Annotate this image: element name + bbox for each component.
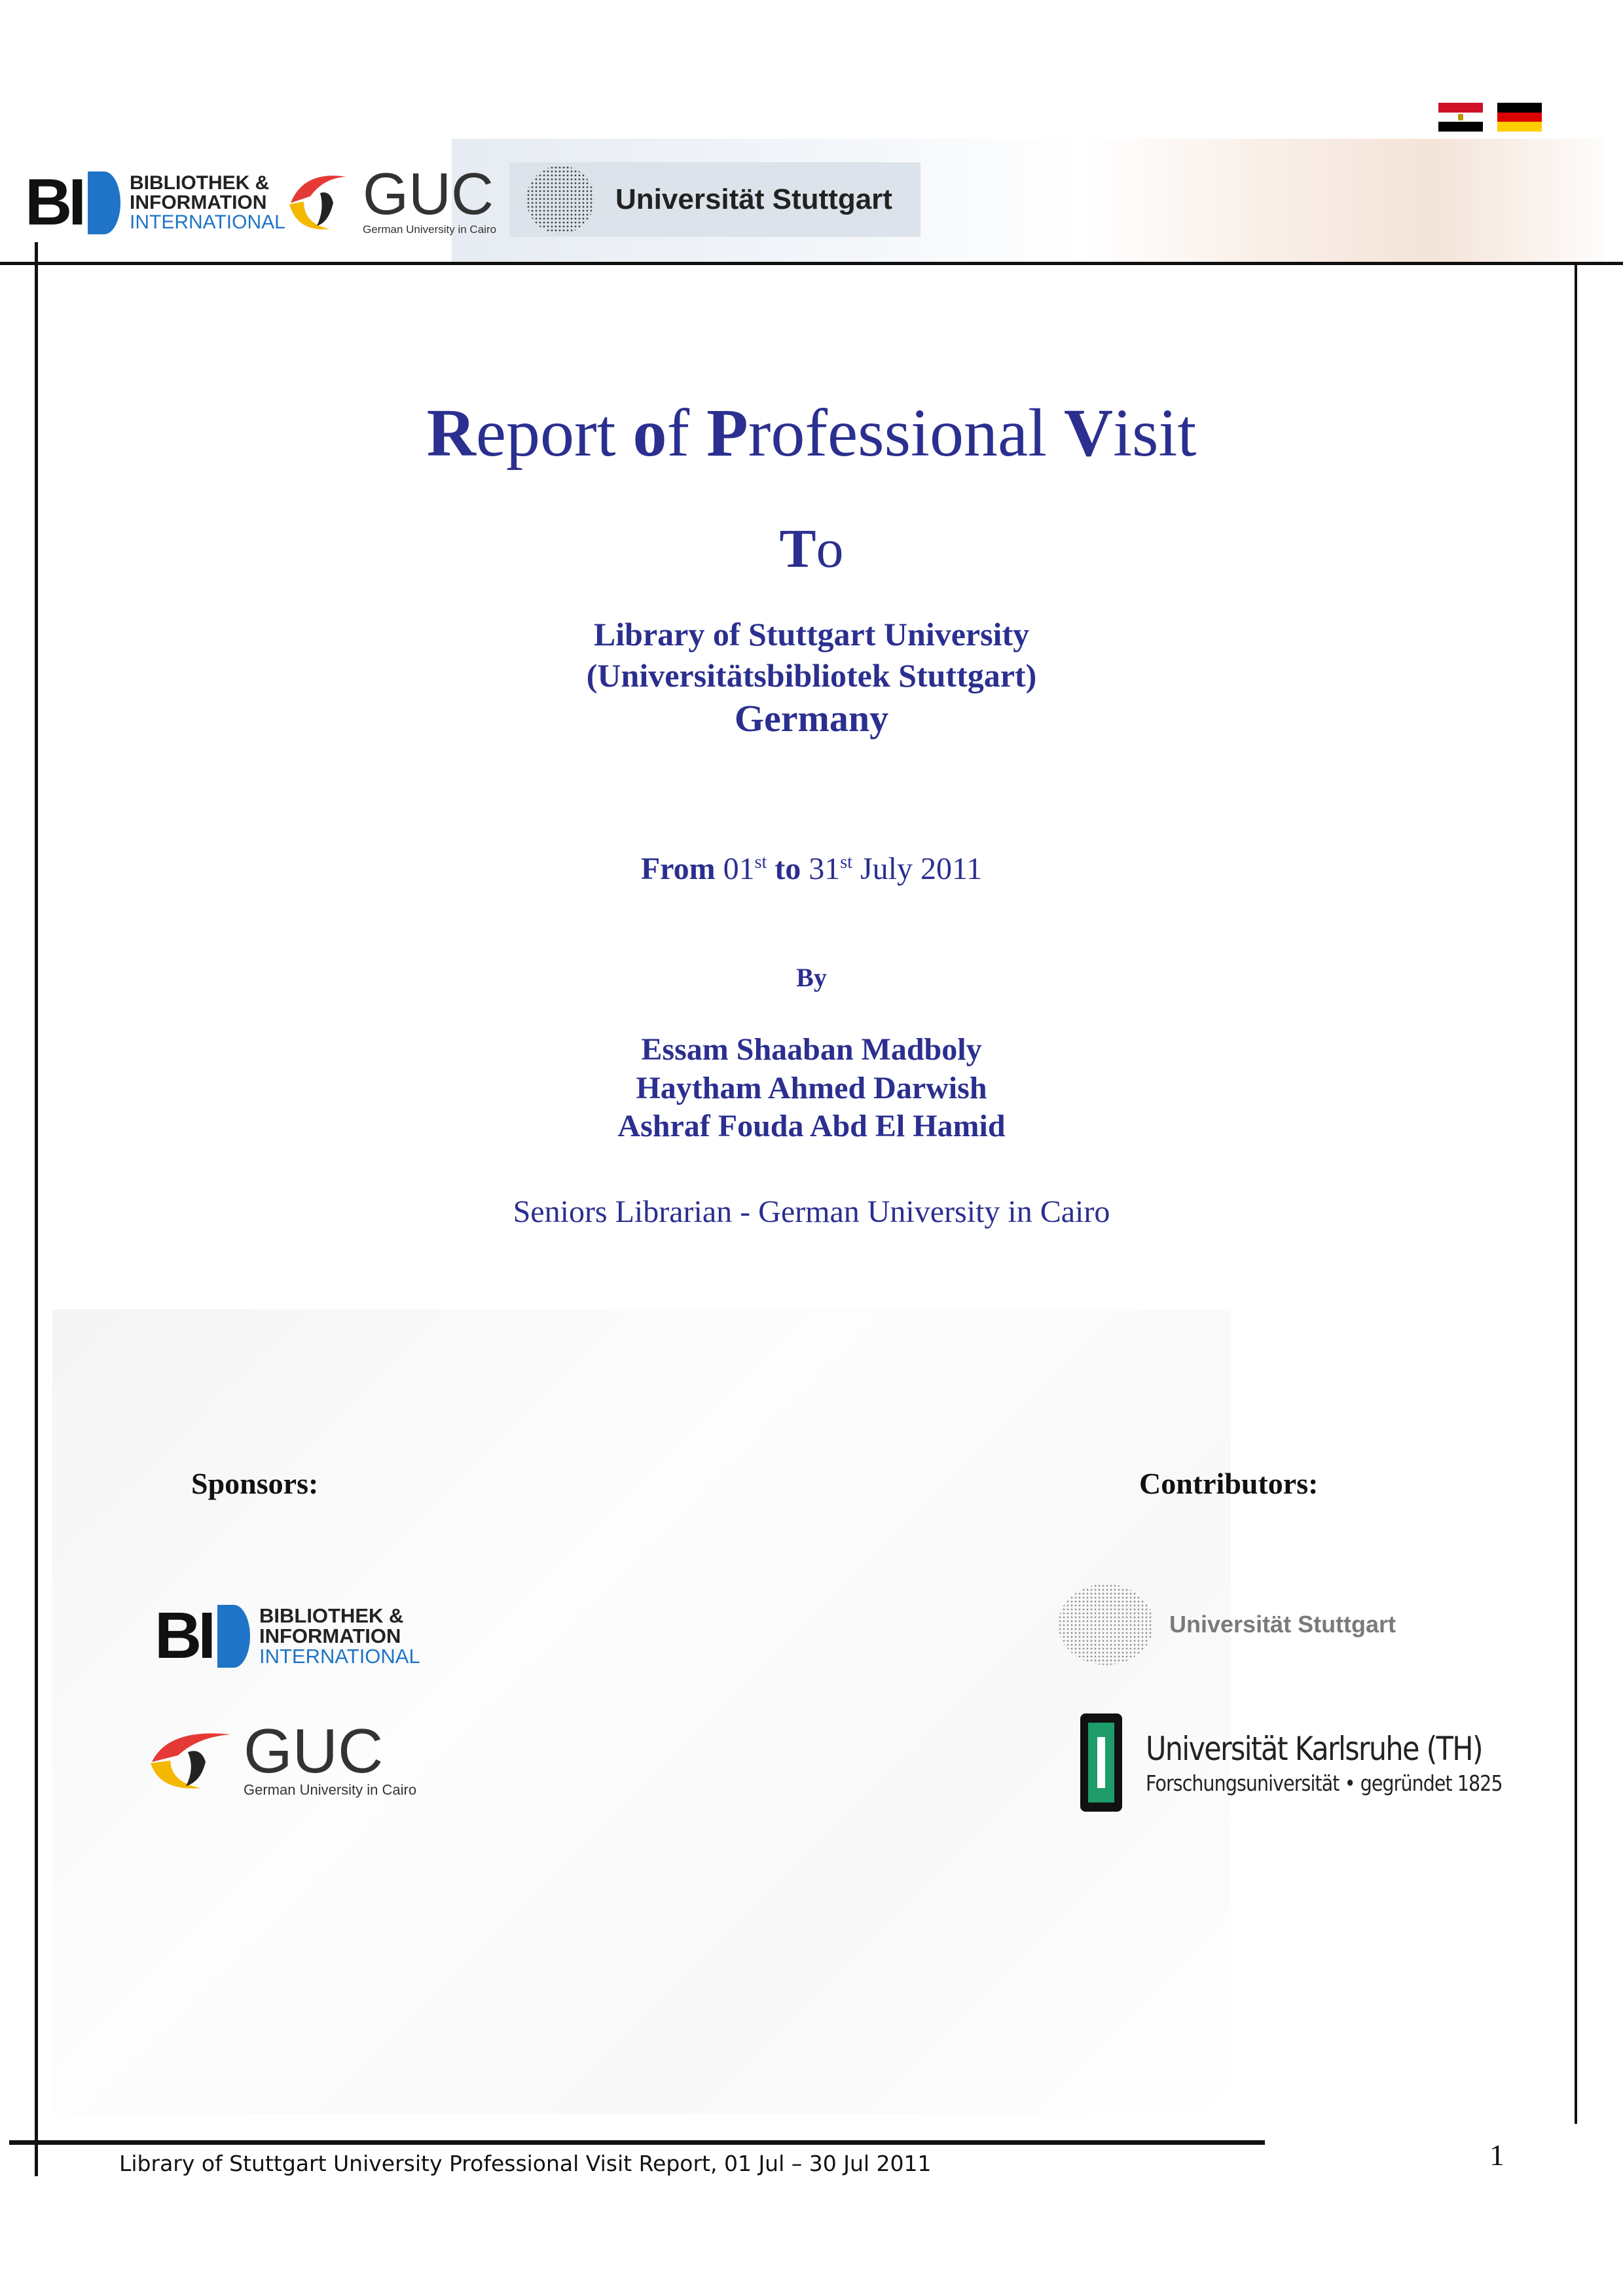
stuttgart-name: Universität Stuttgart — [1169, 1611, 1396, 1638]
header-guc-logo: GUC German University in Cairo — [284, 164, 496, 236]
bid-line1: BIBLIOTHEK & — [130, 171, 270, 194]
contributors-heading: Contributors: — [1139, 1467, 1319, 1500]
sponsor-bid-logo: BI BIBLIOTHEK & INFORMATION INTERNATIONA… — [155, 1598, 420, 1674]
header-stuttgart-logo: Universität Stuttgart — [509, 162, 921, 237]
guc-swoosh-icon — [151, 1733, 230, 1789]
bid-line1: BIBLIOTHEK & — [259, 1604, 404, 1627]
guc-subtitle: German University in Cairo — [363, 223, 497, 236]
bid-line3: INTERNATIONAL — [130, 211, 285, 233]
stuttgart-name: Universität Stuttgart — [615, 183, 892, 215]
author-1: Essam Shaaban Madboly — [641, 1032, 982, 1067]
egypt-flag-icon — [1438, 103, 1483, 132]
footer-text: Library of Stuttgart University Professi… — [119, 2151, 932, 2176]
author-3: Ashraf Fouda Abd El Hamid — [617, 1109, 1006, 1143]
by-label: By — [796, 963, 827, 992]
to-label: To — [779, 518, 844, 579]
left-border-rule — [35, 242, 38, 2176]
bid-mark-icon: BI — [155, 1598, 250, 1674]
page-number: 1 — [1489, 2138, 1504, 2172]
guc-name: GUC — [244, 1716, 384, 1786]
sponsor-guc-logo: GUC German University in Cairo — [145, 1720, 416, 1797]
guc-name: GUC — [363, 161, 494, 227]
country-name: Germany — [734, 697, 889, 740]
bid-line3: INTERNATIONAL — [259, 1645, 420, 1668]
stuttgart-dots-icon — [526, 166, 594, 234]
library-german-name: (Universitätsbibliotek Stuttgart) — [586, 657, 1037, 694]
header-bid-logo: BI BIBLIOTHEK & INFORMATION INTERNATIONA… — [25, 165, 285, 240]
library-name: Library of Stuttgart University — [593, 616, 1030, 653]
visit-dates: From 01st to 31st July 2011 — [640, 852, 983, 886]
karlsruhe-emblem-icon — [1080, 1713, 1122, 1812]
bid-line2: INFORMATION — [130, 191, 267, 213]
stuttgart-dots-icon — [1058, 1584, 1154, 1665]
page-title: Report of Professional Visit — [426, 395, 1197, 471]
background-watermark — [52, 1309, 1231, 2114]
bid-mark-icon: BI — [25, 165, 120, 240]
header-rule — [0, 262, 1623, 265]
karlsruhe-name: Universität Karlsruhe (TH) — [1146, 1730, 1484, 1768]
author-2: Haytham Ahmed Darwish — [636, 1071, 987, 1105]
contributor-stuttgart-logo: Universität Stuttgart — [1058, 1584, 1396, 1665]
footer-rule — [9, 2140, 1265, 2145]
right-border-rule — [1575, 265, 1577, 2124]
guc-subtitle: German University in Cairo — [244, 1782, 417, 1798]
karlsruhe-subtitle: Forschungsuniversität • gegründet 1825 — [1146, 1770, 1503, 1796]
author-position: Seniors Librarian - German University in… — [513, 1194, 1110, 1229]
contributor-karlsruhe-logo: Universität Karlsruhe (TH) Forschungsuni… — [1080, 1713, 1560, 1812]
germany-flag-icon — [1497, 103, 1542, 132]
bid-line2: INFORMATION — [259, 1624, 401, 1647]
sponsors-heading: Sponsors: — [191, 1467, 319, 1500]
guc-swoosh-icon — [289, 175, 346, 230]
